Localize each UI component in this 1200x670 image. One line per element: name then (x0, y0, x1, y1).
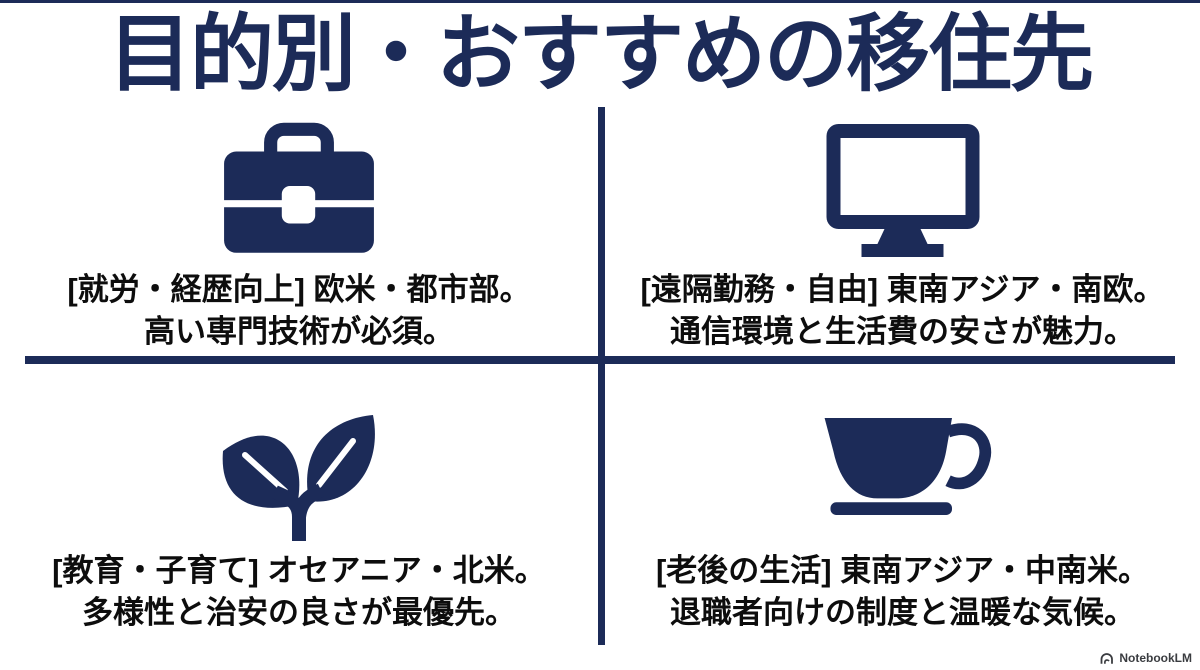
caption-line-2: 通信環境と生活費の安さが魅力。 (670, 314, 1135, 349)
caption-line-2: 多様性と治安の良さが最優先。 (81, 595, 516, 630)
caption-line-1: [就労・経歴向上] 欧米・都市部。 (67, 272, 531, 307)
quadrant-caption: [就労・経歴向上] 欧米・都市部。 高い専門技術が必須。 (67, 269, 530, 353)
quadrant-work-career: [就労・経歴向上] 欧米・都市部。 高い専門技術が必須。 (0, 107, 598, 356)
quadrant-remote-freedom: [遠隔勤務・自由] 東南アジア・南欧。 通信環境と生活費の安さが魅力。 (605, 107, 1200, 356)
watermark: NotebookLM (1100, 651, 1192, 665)
top-border-rule (0, 0, 1200, 3)
caption-line-1: [遠隔勤務・自由] 東南アジア・南欧。 (640, 272, 1165, 307)
quadrant-caption: [老後の生活] 東南アジア・中南米。 退職者向けの制度と温暖な気候。 (656, 550, 1149, 634)
watermark-label: NotebookLM (1119, 651, 1192, 665)
page-title: 目的別・おすすめの移住先 (107, 7, 1094, 101)
monitor-icon (820, 113, 986, 263)
briefcase-icon (218, 113, 380, 263)
sprout-icon (213, 392, 385, 542)
vertical-divider (598, 107, 605, 645)
caption-line-1: [教育・子育て] オセアニア・北米。 (52, 553, 546, 588)
notebooklm-logo-icon (1100, 652, 1115, 665)
quadrant-caption: [遠隔勤務・自由] 東南アジア・南欧。 通信環境と生活費の安さが魅力。 (640, 269, 1164, 353)
quadrant-education-parenting: [教育・子育て] オセアニア・北米。 多様性と治安の良さが最優先。 (0, 364, 598, 645)
caption-line-2: 退職者向けの制度と温暖な気候。 (670, 595, 1135, 630)
quadrant-retirement-life: [老後の生活] 東南アジア・中南米。 退職者向けの制度と温暖な気候。 (605, 364, 1200, 645)
caption-line-2: 高い専門技術が必須。 (143, 314, 454, 349)
horizontal-divider (25, 356, 1175, 364)
coffee-cup-icon (805, 392, 1001, 542)
quadrant-caption: [教育・子育て] オセアニア・北米。 多様性と治安の良さが最優先。 (52, 550, 546, 634)
caption-line-1: [老後の生活] 東南アジア・中南米。 (655, 553, 1150, 588)
